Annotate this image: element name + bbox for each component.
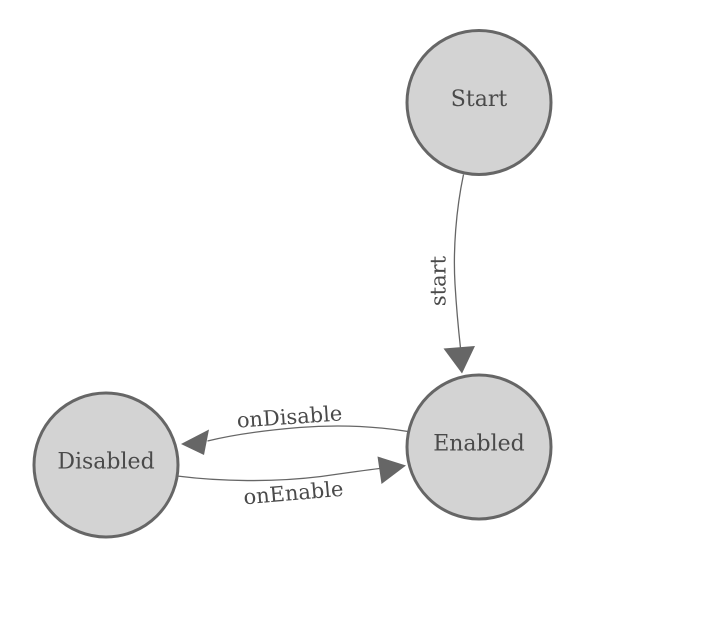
edge-start-to-enabled: start: [427, 174, 475, 374]
state-circle-start: [405, 29, 553, 176]
state-node-enabled: Enabled: [405, 373, 553, 521]
edge-line-disabled-to-enabled: [176, 467, 380, 482]
edge-label-ondisable: onDisable: [236, 401, 343, 432]
state-label-disabled: Disabled: [57, 450, 154, 475]
edge-label-start: start: [427, 255, 451, 306]
state-node-start: Start: [405, 29, 553, 176]
state-circle-disabled: [32, 391, 180, 539]
state-label-enabled: Enabled: [433, 432, 525, 457]
state-label-start: Start: [451, 87, 508, 112]
edge-disabled-to-enabled: onEnable: [176, 456, 406, 510]
arrowhead-into-enabled-from-start: [443, 346, 475, 374]
edge-enabled-to-disabled: onDisable: [181, 401, 409, 455]
edge-label-onenable: onEnable: [242, 477, 344, 510]
state-circle-enabled: [405, 373, 553, 521]
arrowhead-into-enabled-from-disabled: [377, 456, 406, 484]
state-node-disabled: Disabled: [32, 391, 180, 539]
edge-line-enabled-to-disabled: [207, 425, 409, 442]
arrowhead-into-disabled: [181, 429, 209, 455]
edge-line-start-to-enabled: [453, 174, 465, 349]
